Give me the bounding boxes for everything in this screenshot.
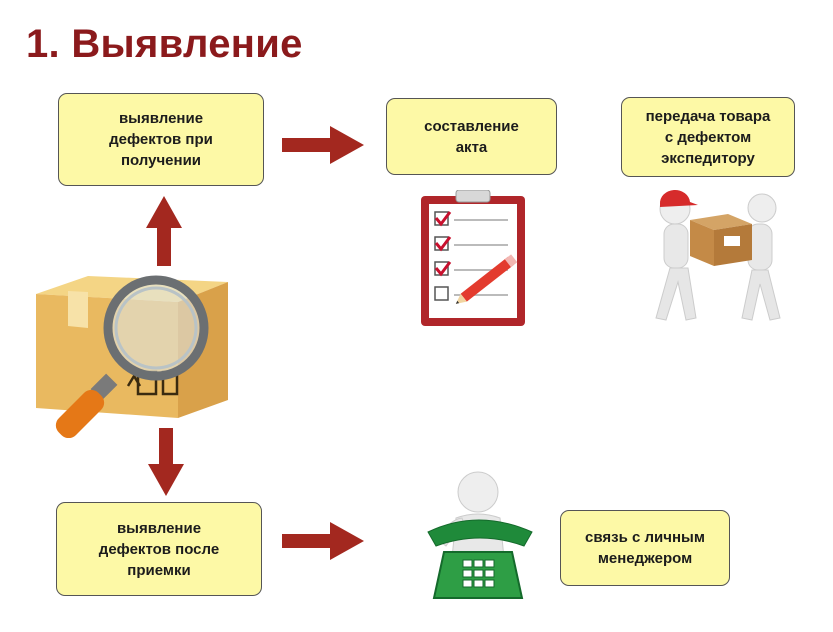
step-detect-after-acceptance: выявление дефектов после приемки [56, 502, 262, 596]
step-contact-manager: связь с личным менеджером [560, 510, 730, 586]
step-hand-to-forwarder-label: передача товара с дефектом экспедитору [645, 107, 771, 167]
arrow-down [148, 428, 184, 496]
clipboard-checklist-icon [421, 190, 525, 326]
arrow-up [146, 196, 182, 266]
step-contact-manager-label: связь с личным менеджером [585, 529, 705, 567]
box-magnifier-icon [36, 275, 228, 438]
step-detect-on-receipt-label: выявление дефектов при получении [109, 110, 213, 169]
arrow-right-bottom [282, 522, 364, 560]
step-detect-on-receipt: выявление дефектов при получении [58, 93, 264, 186]
step-make-act: составление акта [386, 98, 557, 175]
step-hand-to-forwarder: передача товара с дефектом экспедитору [621, 97, 795, 177]
step-detect-after-acceptance-label: выявление дефектов после приемки [98, 519, 220, 579]
phone-figure-icon [427, 471, 533, 599]
arrow-right-top [282, 126, 364, 164]
page-title: 1. Выявление [26, 22, 303, 66]
step-make-act-label: составление акта [424, 117, 519, 156]
courier-figure-icon [655, 189, 781, 321]
